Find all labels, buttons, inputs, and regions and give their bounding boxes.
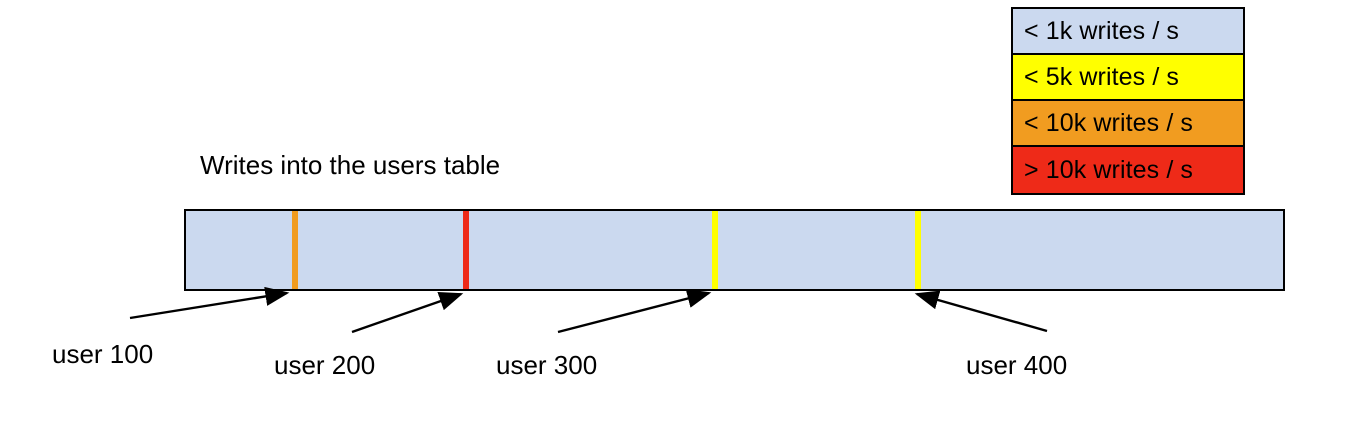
users-table-bar [184, 209, 1285, 291]
legend-label-low: < 1k writes / s [1024, 16, 1180, 45]
label-user-200: user 200 [274, 350, 376, 380]
user-400-stripe [915, 211, 921, 289]
legend-item-critical: > 10k writes / s [1013, 147, 1243, 193]
legend-item-medium: < 5k writes / s [1013, 55, 1243, 101]
legend-label-critical: > 10k writes / s [1024, 155, 1194, 184]
legend-label-high: < 10k writes / s [1024, 108, 1194, 137]
arrow-user-100 [129, 286, 290, 320]
label-user-100: user 100 [52, 339, 154, 369]
diagram-title: Writes into the users table [200, 150, 501, 180]
legend: < 1k writes / s < 5k writes / s < 10k wr… [1011, 7, 1245, 195]
user-300-stripe [712, 211, 718, 289]
arrow-user-400 [914, 290, 1048, 333]
arrow-user-200 [351, 292, 464, 334]
arrow-user-300 [557, 289, 712, 334]
legend-label-medium: < 5k writes / s [1024, 62, 1180, 91]
legend-item-high: < 10k writes / s [1013, 101, 1243, 147]
user-200-stripe [463, 211, 469, 289]
user-100-stripe [292, 211, 298, 289]
legend-item-low: < 1k writes / s [1013, 9, 1243, 55]
label-user-400: user 400 [966, 350, 1068, 380]
label-user-300: user 300 [496, 350, 598, 380]
